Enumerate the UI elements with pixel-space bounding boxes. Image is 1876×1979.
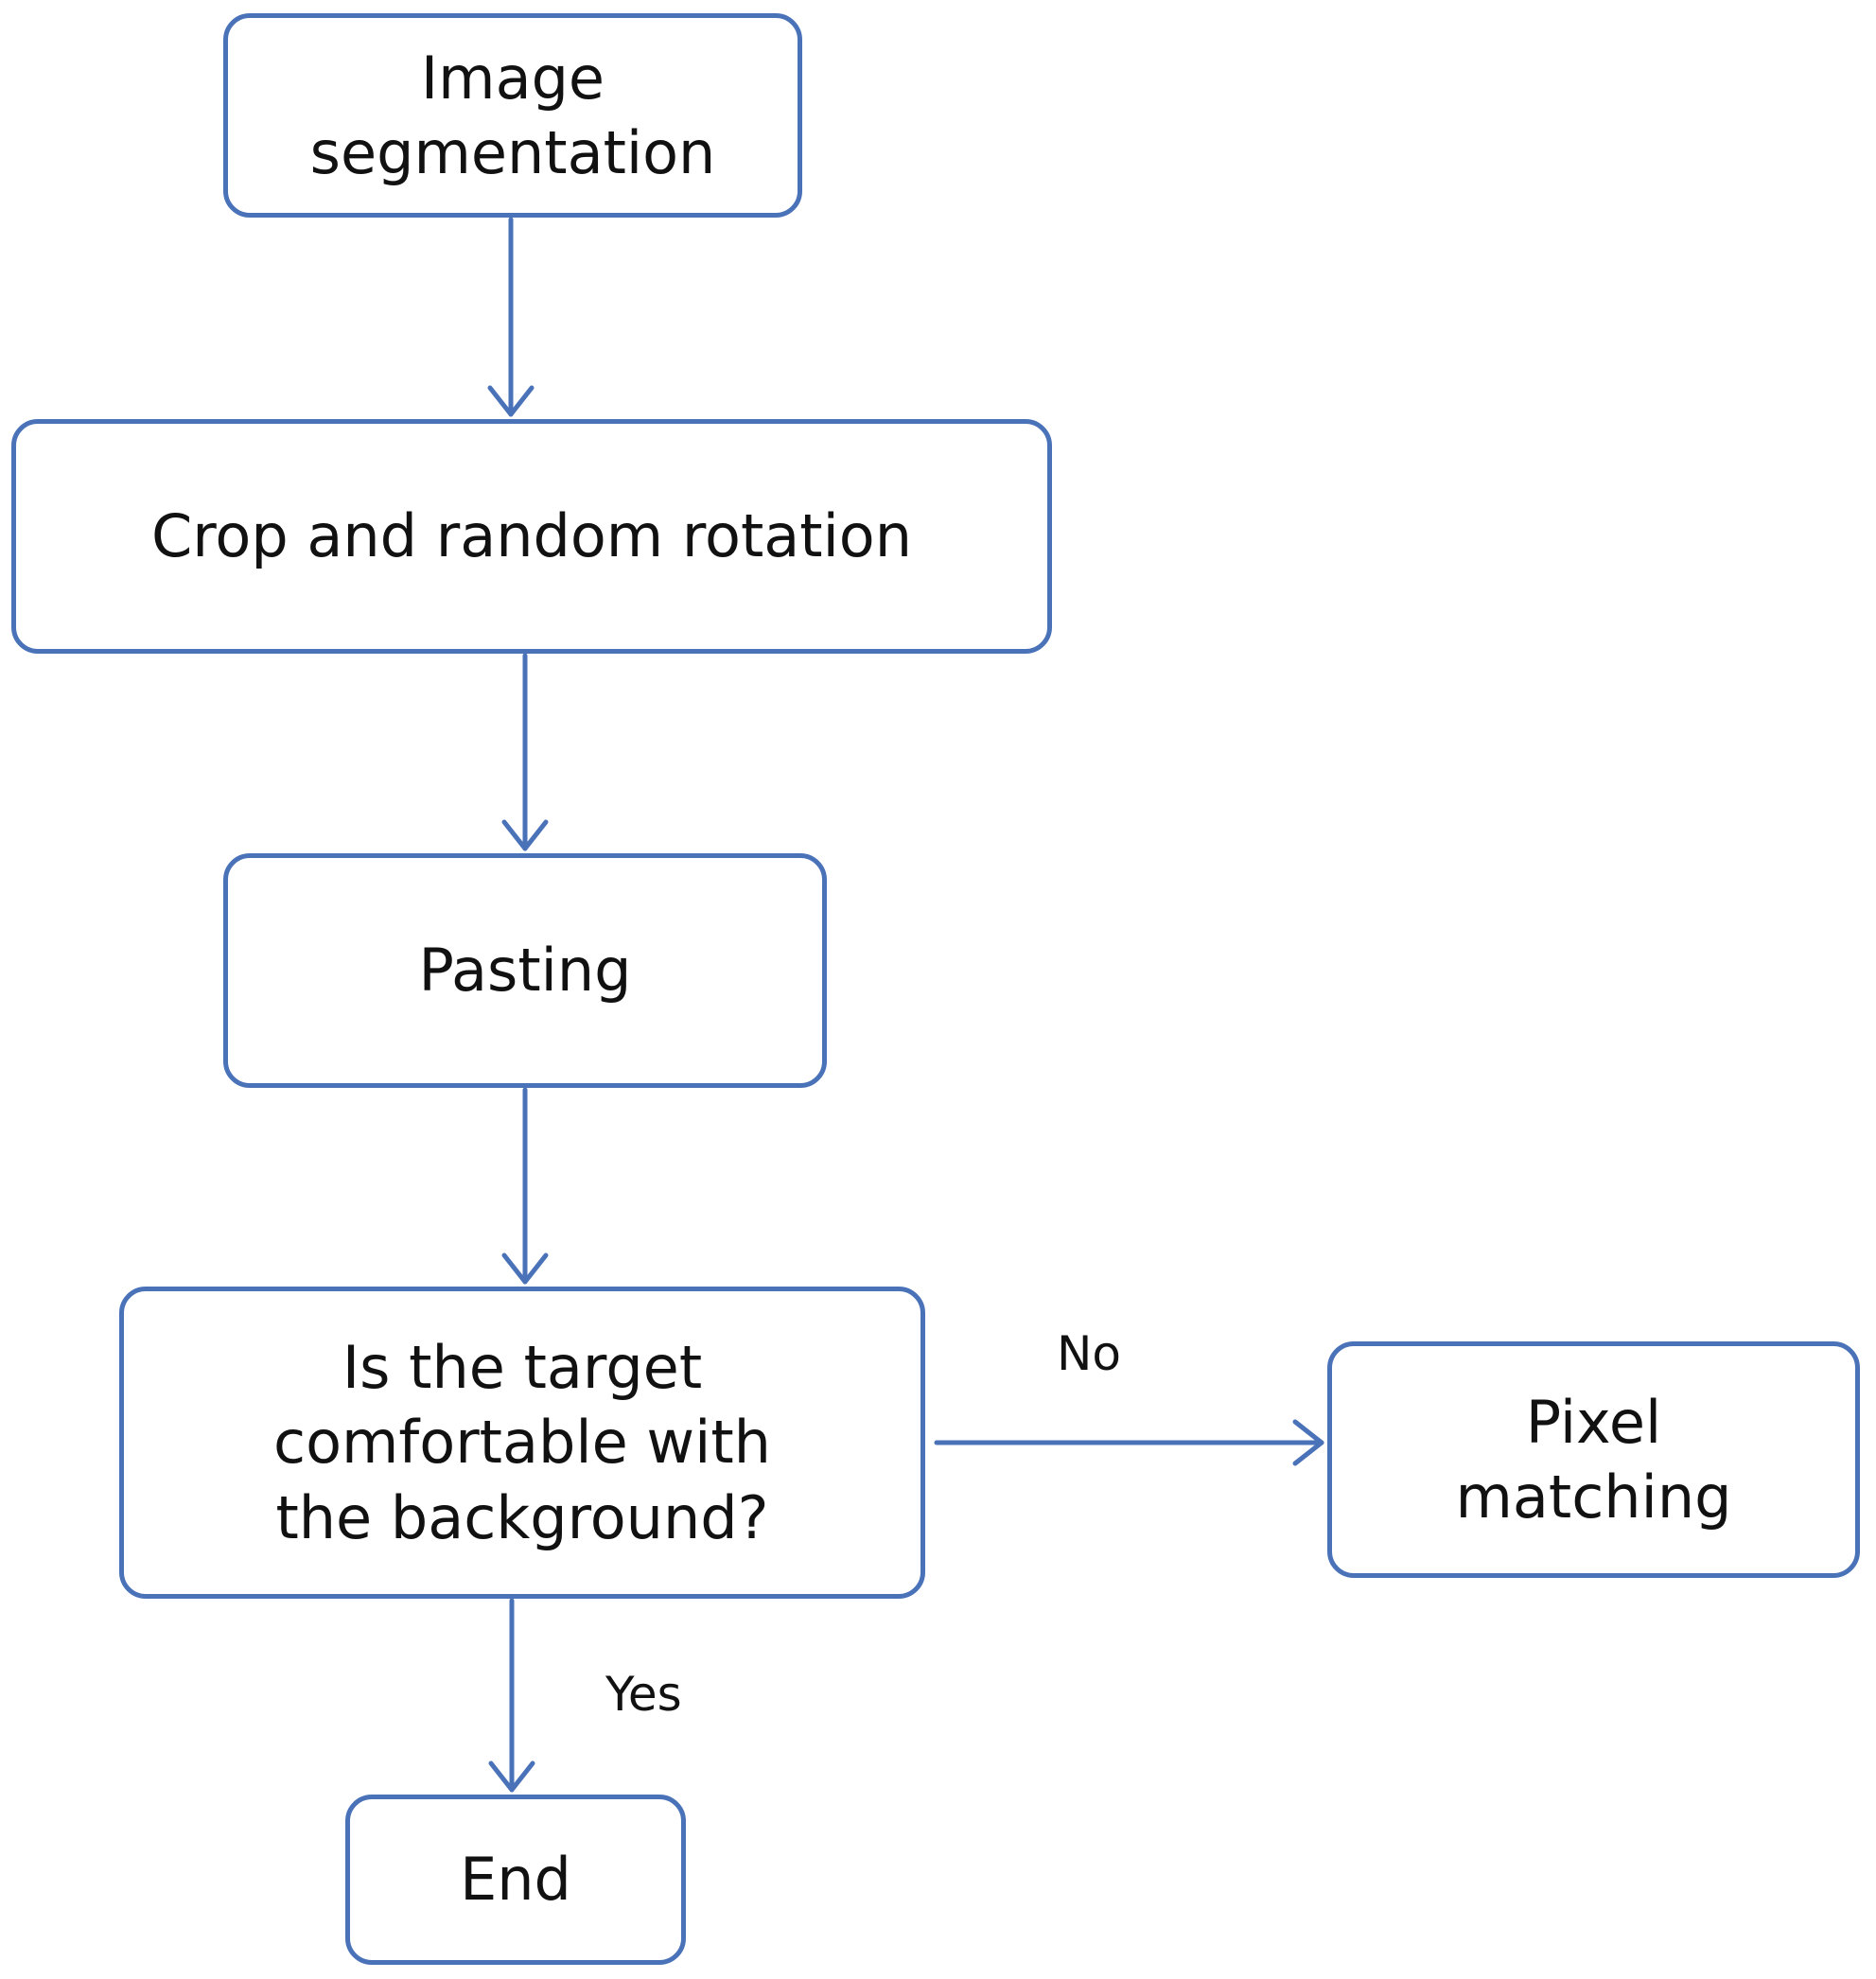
- pasting-label: Pasting: [418, 936, 632, 1006]
- decision-node: Is the target comfortable with the backg…: [119, 1287, 925, 1599]
- no-edge-label: No: [1057, 1326, 1121, 1381]
- pixel-matching-node: Pixel matching: [1327, 1341, 1860, 1578]
- yes-edge-label: Yes: [605, 1667, 682, 1722]
- decision-line-2: comfortable with: [273, 1408, 771, 1478]
- arrow-decision-to-pixel-matching: [934, 1419, 1324, 1466]
- arrow-decision-to-end: [488, 1598, 535, 1793]
- crop-rotation-node: Crop and random rotation: [11, 419, 1052, 654]
- decision-line-1: Is the target: [342, 1332, 703, 1402]
- pixel-matching-line-1: Pixel: [1525, 1387, 1662, 1457]
- end-label: End: [460, 1845, 571, 1915]
- arrow-segmentation-to-crop: [487, 217, 535, 417]
- pasting-node: Pasting: [223, 853, 827, 1088]
- crop-rotation-label: Crop and random rotation: [150, 501, 913, 571]
- pixel-matching-line-2: matching: [1455, 1462, 1732, 1532]
- image-segmentation-node: Image segmentation: [223, 13, 802, 218]
- image-segmentation-line-2: segmentation: [309, 118, 716, 187]
- end-node: End: [345, 1795, 686, 1965]
- arrow-crop-to-pasting: [501, 653, 549, 851]
- image-segmentation-line-1: Image: [420, 43, 605, 113]
- decision-line-3: the background?: [275, 1482, 769, 1552]
- arrow-pasting-to-decision: [501, 1087, 549, 1285]
